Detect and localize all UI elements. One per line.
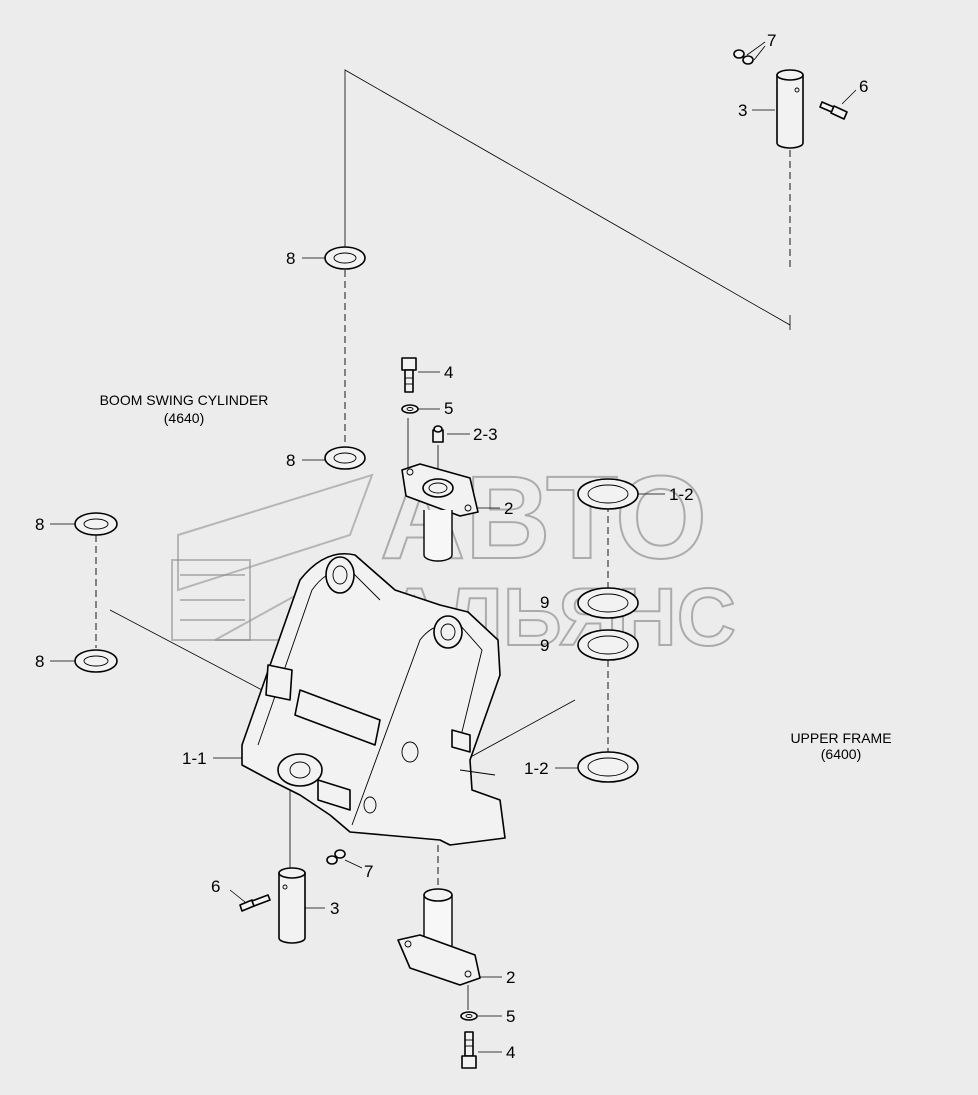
bolt-4-top bbox=[401, 357, 417, 393]
callout-3-top: 3 bbox=[738, 101, 747, 120]
callout-6-top: 6 bbox=[859, 77, 868, 96]
callout-8-lower: 8 bbox=[286, 451, 295, 470]
callout-3-bottom: 3 bbox=[330, 899, 339, 918]
boom-swing-cylinder-label: BOOM SWING CYLINDER bbox=[100, 392, 269, 408]
upper-frame-label: UPPER FRAME bbox=[790, 730, 891, 746]
callout-leaders bbox=[50, 41, 857, 1053]
callout-4-top: 4 bbox=[444, 363, 453, 382]
bolt-4-bottom bbox=[461, 1031, 477, 1069]
pin-bottom bbox=[278, 867, 306, 944]
callout-8-upper: 8 bbox=[286, 249, 295, 268]
shim-1-2-lower bbox=[577, 751, 639, 783]
bushing-plate-2-top bbox=[401, 463, 479, 562]
leader-lines bbox=[95, 69, 791, 1010]
callout-1-2-upper: 1-2 bbox=[669, 485, 694, 504]
callout-5-bottom: 5 bbox=[506, 1007, 515, 1026]
callout-9-lower: 9 bbox=[540, 636, 549, 655]
callout-7-top: 7 bbox=[767, 31, 776, 50]
callout-2-bottom: 2 bbox=[506, 968, 515, 987]
callout-8-left-upper: 8 bbox=[35, 515, 44, 534]
washer-5-bottom bbox=[460, 1011, 478, 1021]
callout-5-top: 5 bbox=[444, 399, 453, 418]
callout-2-3: 2-3 bbox=[473, 425, 498, 444]
shim-8-upper bbox=[324, 246, 366, 270]
callout-8-left-lower: 8 bbox=[35, 652, 44, 671]
shim-8-left-upper bbox=[74, 512, 118, 536]
callout-4-bottom: 4 bbox=[506, 1043, 515, 1062]
reference-labels: BOOM SWING CYLINDER (4640) UPPER FRAME (… bbox=[100, 392, 892, 762]
callout-1-2-lower: 1-2 bbox=[524, 759, 549, 778]
grease-fitting-2-3 bbox=[432, 425, 444, 443]
shim-8-left-lower bbox=[74, 649, 118, 673]
callout-7-bottom: 7 bbox=[364, 862, 373, 881]
upper-frame-code: (6400) bbox=[821, 746, 861, 762]
shim-9-lower bbox=[577, 629, 639, 661]
boom-swing-cylinder-code: (4640) bbox=[164, 410, 204, 426]
callout-6-bottom: 6 bbox=[211, 877, 220, 896]
callout-9-upper: 9 bbox=[540, 593, 549, 612]
washer-5-top bbox=[401, 404, 419, 414]
nut-7-top bbox=[733, 49, 754, 65]
bolt-6-bottom bbox=[239, 894, 271, 912]
callout-2-top: 2 bbox=[504, 499, 513, 518]
nut-7-bottom bbox=[326, 849, 346, 865]
callout-numbers: 7 6 3 8 8 8 8 4 5 2-3 2 1-2 9 9 1-1 1-2 … bbox=[35, 31, 868, 1062]
pin-top bbox=[776, 69, 804, 149]
shim-9-upper bbox=[577, 587, 639, 619]
bolt-6-top bbox=[819, 101, 848, 120]
shim-1-2-upper bbox=[577, 478, 639, 510]
shim-8-lower bbox=[324, 446, 366, 470]
bushing-plate-2-bottom bbox=[397, 888, 481, 986]
swing-bracket-1-1 bbox=[241, 553, 506, 846]
callout-1-1: 1-1 bbox=[182, 749, 207, 768]
